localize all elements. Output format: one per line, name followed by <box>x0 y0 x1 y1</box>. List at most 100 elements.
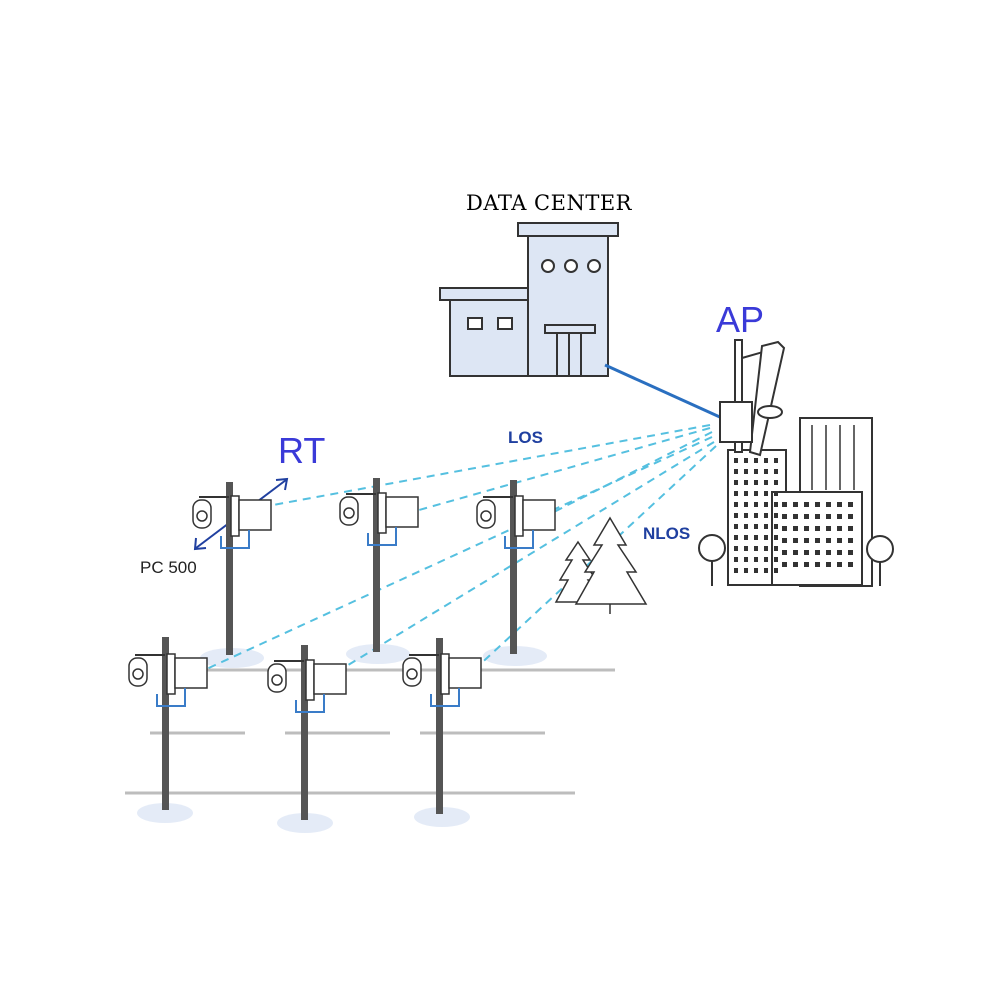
pole <box>510 480 517 654</box>
window <box>826 526 831 531</box>
window <box>764 480 768 485</box>
los-label: LOS <box>508 428 543 447</box>
window <box>764 524 768 529</box>
window <box>734 491 738 496</box>
camera-lens <box>196 510 208 522</box>
window <box>774 491 778 496</box>
window <box>793 550 798 555</box>
link-to-rt-4 <box>199 436 713 673</box>
data-center-building <box>439 222 619 377</box>
pole <box>301 645 308 820</box>
ap-label: AP <box>716 299 764 340</box>
link-to-rt-1 <box>261 424 711 508</box>
mount-bracket <box>166 653 176 695</box>
pc500-unit <box>174 657 208 689</box>
window <box>848 562 853 567</box>
pc500-unit <box>385 496 419 528</box>
window <box>734 535 738 540</box>
cable-bracket <box>430 688 460 707</box>
window <box>754 524 758 529</box>
window <box>815 514 820 519</box>
window <box>848 526 853 531</box>
backhaul-link <box>604 363 723 420</box>
window <box>848 514 853 519</box>
building-windows <box>734 458 778 573</box>
link-to-rt-2 <box>411 427 711 513</box>
window <box>774 568 778 573</box>
window <box>734 513 738 518</box>
window <box>782 526 787 531</box>
window <box>774 480 778 485</box>
window <box>793 502 798 507</box>
window <box>815 538 820 543</box>
window <box>793 562 798 567</box>
window <box>764 502 768 507</box>
mount-bracket <box>514 495 524 537</box>
window <box>744 502 748 507</box>
window <box>782 562 787 567</box>
window <box>744 557 748 562</box>
pine-tree-front <box>574 516 648 605</box>
cable-bracket <box>367 527 397 546</box>
window <box>837 550 842 555</box>
camera-pole-4 <box>128 637 208 810</box>
mount-bracket <box>377 492 387 534</box>
window <box>804 514 809 519</box>
rt-label: RT <box>278 430 325 471</box>
window <box>793 538 798 543</box>
window <box>734 557 738 562</box>
window <box>782 538 787 543</box>
building-windows <box>782 502 853 567</box>
window <box>837 562 842 567</box>
window <box>744 568 748 573</box>
window <box>734 480 738 485</box>
cable-bracket <box>295 694 325 713</box>
window <box>782 514 787 519</box>
window <box>804 550 809 555</box>
window <box>826 502 831 507</box>
link-to-rt-3 <box>547 431 713 516</box>
device-label: PC 500 <box>140 558 197 577</box>
camera-lens <box>406 668 418 680</box>
window <box>764 568 768 573</box>
ap-mast <box>719 339 786 457</box>
window <box>848 538 853 543</box>
window <box>826 514 831 519</box>
camera-lens <box>132 668 144 680</box>
window <box>744 480 748 485</box>
window <box>734 568 738 573</box>
window <box>764 546 768 551</box>
window <box>764 491 768 496</box>
pc500-unit <box>313 663 347 695</box>
window <box>764 469 768 474</box>
window <box>804 562 809 567</box>
window <box>774 458 778 463</box>
window <box>774 524 778 529</box>
window <box>744 524 748 529</box>
camera-pole-2 <box>339 478 419 652</box>
camera-lens <box>343 507 355 519</box>
window <box>744 458 748 463</box>
window <box>754 469 758 474</box>
window <box>782 550 787 555</box>
window <box>754 458 758 463</box>
mount-bracket <box>440 653 450 695</box>
window <box>793 514 798 519</box>
window <box>764 557 768 562</box>
window <box>754 546 758 551</box>
window <box>804 526 809 531</box>
camera-pole-6 <box>402 638 482 814</box>
window <box>754 491 758 496</box>
window <box>826 538 831 543</box>
window <box>774 469 778 474</box>
link-to-rt-5 <box>339 441 715 671</box>
window <box>734 469 738 474</box>
window <box>804 502 809 507</box>
window <box>848 502 853 507</box>
pc500-unit <box>238 499 272 531</box>
window <box>754 557 758 562</box>
window <box>734 546 738 551</box>
pole <box>226 482 233 655</box>
window <box>774 535 778 540</box>
window <box>754 535 758 540</box>
